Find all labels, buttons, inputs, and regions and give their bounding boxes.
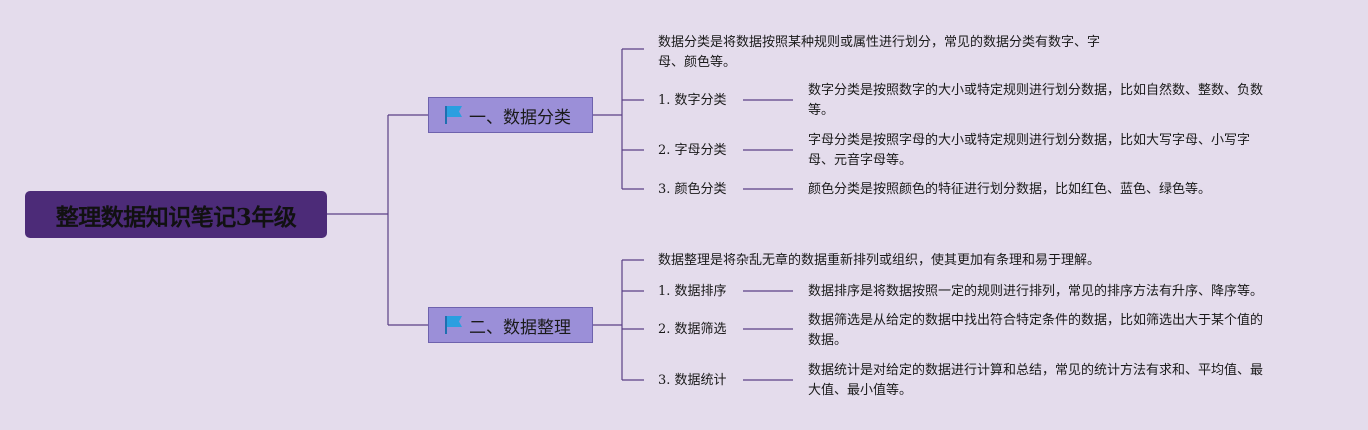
branch-node-data-organization[interactable]: 二、数据整理: [428, 307, 593, 343]
desc-line: 母、元音字母等。: [808, 153, 913, 168]
desc-line: 数据筛选是从给定的数据中找出符合特定条件的数据，比如筛选出大于某个值的: [808, 313, 1264, 328]
sub-node-label: 2. 字母分类: [658, 143, 727, 158]
sub-node-description: 颜色分类是按照颜色的特征进行划分数据，比如红色、蓝色、绿色等。: [808, 180, 1328, 200]
root-title: 整理数据知识笔记3年级: [55, 203, 297, 231]
sub-node-label: 1. 数据排序: [658, 284, 727, 299]
desc-line: 颜色分类是按照颜色的特征进行划分数据，比如红色、蓝色、绿色等。: [808, 182, 1212, 197]
branch-intro-text: 数据整理是将杂乱无章的数据重新排列或组织，使其更加有条理和易于理解。: [658, 251, 1178, 271]
desc-line: 数据排序是将数据按照一定的规则进行排列，常见的排序方法有升序、降序等。: [808, 284, 1264, 299]
sub-node-description: 数据排序是将数据按照一定的规则进行排列，常见的排序方法有升序、降序等。: [808, 282, 1338, 302]
sub-node-letter-classification[interactable]: 2. 字母分类: [658, 141, 727, 161]
sub-node-data-sorting[interactable]: 1. 数据排序: [658, 282, 727, 302]
sub-node-data-filtering[interactable]: 2. 数据筛选: [658, 320, 727, 340]
branch-intro-text: 数据分类是将数据按照某种规则或属性进行划分，常见的数据分类有数字、字 母、颜色等…: [658, 33, 1148, 73]
root-node[interactable]: 整理数据知识笔记3年级: [25, 191, 327, 238]
sub-node-description: 数据统计是对给定的数据进行计算和总结，常见的统计方法有求和、平均值、最 大值、最…: [808, 361, 1338, 401]
intro-line: 数据分类是将数据按照某种规则或属性进行划分，常见的数据分类有数字、字: [658, 35, 1101, 50]
flag-icon: [445, 316, 462, 334]
intro-line: 数据整理是将杂乱无章的数据重新排列或组织，使其更加有条理和易于理解。: [658, 253, 1101, 268]
desc-line: 数据。: [808, 333, 848, 348]
desc-line: 字母分类是按照字母的大小或特定规则进行划分数据，比如大写字母、小写字: [808, 133, 1251, 148]
sub-node-description: 字母分类是按照字母的大小或特定规则进行划分数据，比如大写字母、小写字 母、元音字…: [808, 131, 1328, 171]
sub-node-color-classification[interactable]: 3. 颜色分类: [658, 180, 727, 200]
desc-line: 数字分类是按照数字的大小或特定规则进行划分数据，比如自然数、整数、负数: [808, 83, 1264, 98]
sub-node-label: 3. 颜色分类: [658, 182, 727, 197]
sub-node-label: 2. 数据筛选: [658, 322, 727, 337]
branch-label: 一、数据分类: [469, 107, 571, 128]
intro-line: 母、颜色等。: [658, 55, 737, 70]
desc-line: 等。: [808, 103, 835, 118]
sub-node-label: 3. 数据统计: [658, 373, 727, 388]
flag-icon: [445, 106, 462, 124]
sub-node-label: 1. 数字分类: [658, 93, 727, 108]
sub-node-description: 数字分类是按照数字的大小或特定规则进行划分数据，比如自然数、整数、负数 等。: [808, 81, 1328, 121]
sub-node-description: 数据筛选是从给定的数据中找出符合特定条件的数据，比如筛选出大于某个值的 数据。: [808, 311, 1338, 351]
sub-node-number-classification[interactable]: 1. 数字分类: [658, 91, 727, 111]
desc-line: 数据统计是对给定的数据进行计算和总结，常见的统计方法有求和、平均值、最: [808, 363, 1264, 378]
desc-line: 大值、最小值等。: [808, 383, 913, 398]
sub-node-data-statistics[interactable]: 3. 数据统计: [658, 371, 727, 391]
branch-node-data-classification[interactable]: 一、数据分类: [428, 97, 593, 133]
branch-label: 二、数据整理: [469, 317, 571, 338]
